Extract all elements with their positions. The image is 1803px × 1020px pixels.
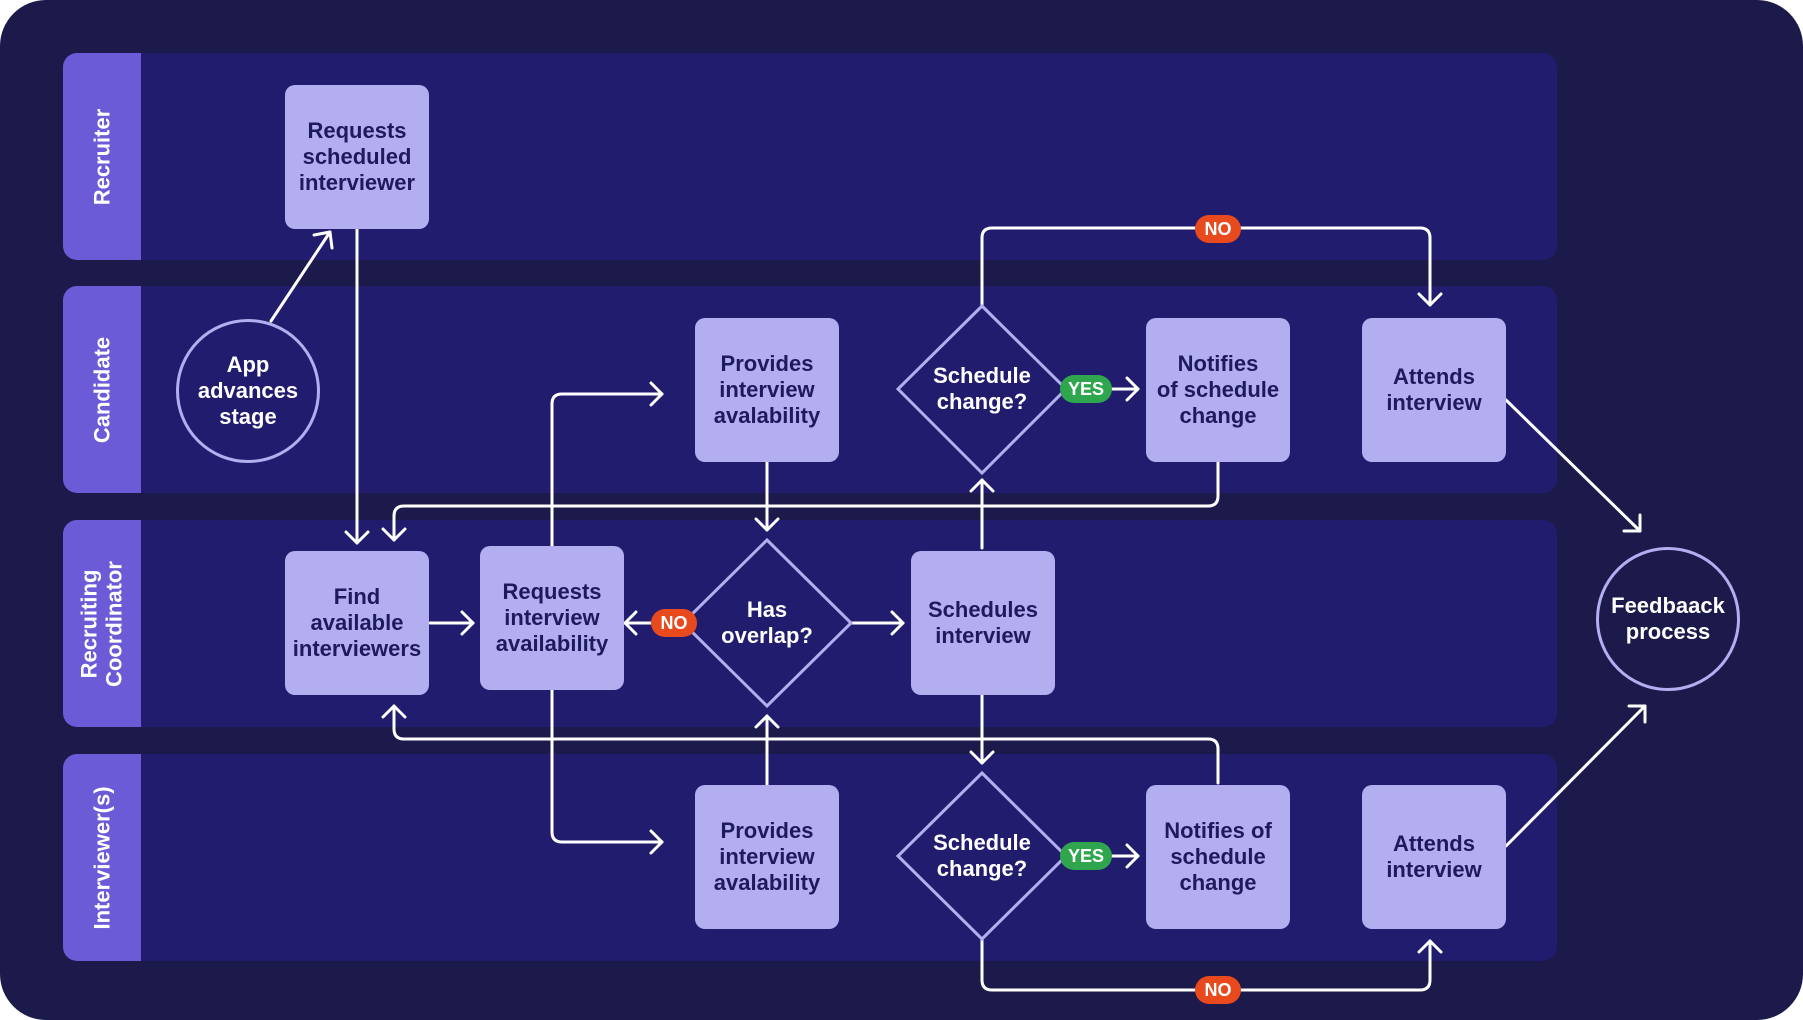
arrowhead: [1417, 939, 1443, 954]
arrowhead: [460, 610, 475, 636]
no-badge: NO: [1195, 215, 1241, 243]
arrowhead: [969, 478, 995, 493]
lane-label-bar: Candidate: [63, 286, 141, 493]
node-requests-interview-availability: Requests interview availability: [480, 546, 624, 690]
arrowhead: [649, 381, 664, 407]
arrowhead: [890, 610, 905, 636]
node-candidate-attends-interview: Attends interview: [1362, 318, 1506, 462]
arrowhead: [381, 527, 407, 542]
arrowhead: [1125, 376, 1140, 402]
lane-label-bar: Recruiter: [63, 53, 141, 260]
node-interviewer-attends-interview: Attends interview: [1362, 785, 1506, 929]
arrow-candidate-notifies-to-find: [392, 460, 1220, 542]
decision-candidate-schedule-change: Schedule change?: [933, 363, 1031, 414]
yes-badge: YES: [1060, 842, 1112, 870]
no-badge: NO: [651, 609, 697, 637]
decision-interviewer-schedule-change: Schedule change?: [933, 830, 1031, 881]
arrow-candidate-attends-to-feedback: [1504, 398, 1642, 533]
arrowhead: [754, 517, 780, 532]
decision-diamond: [895, 770, 1069, 942]
node-candidate-notifies-change: Notifies of schedule change: [1146, 318, 1290, 462]
arrowhead: [381, 704, 407, 719]
arrowhead: [623, 610, 638, 636]
arrowhead: [344, 530, 370, 545]
no-badge: NO: [1195, 976, 1241, 1004]
decision-diamond: [895, 303, 1069, 476]
decision-has-overlap: Has overlap?: [721, 597, 813, 648]
node-app-advances-stage: App advances stage: [176, 319, 320, 463]
lane-label-bar: Recruiting Coordinator: [63, 520, 141, 727]
node-interviewer-provides-availability: Provides interview avalability: [695, 785, 839, 929]
node-requests-scheduled-interviewer: Requests scheduled interviewer: [285, 85, 429, 229]
arrow-requests-to-candidate-provides: [550, 392, 664, 548]
arrowhead: [1417, 292, 1443, 307]
decision-diamond: [680, 537, 854, 709]
node-interviewer-notifies-change: Notifies of schedule change: [1146, 785, 1290, 929]
arrowhead: [1622, 513, 1642, 533]
arrowhead: [969, 750, 995, 765]
arrowhead: [649, 829, 664, 855]
arrow-interviewer-attends-to-feedback: [1504, 704, 1647, 848]
arrowhead: [754, 714, 780, 729]
arrowhead: [312, 230, 334, 250]
arrowhead: [1125, 843, 1140, 869]
yes-badge: YES: [1060, 375, 1112, 403]
node-feedback-process: Feedbaack process: [1596, 547, 1740, 691]
node-candidate-provides-availability: Provides interview avalability: [695, 318, 839, 462]
arrow-interviewer-notifies-to-find: [392, 704, 1220, 785]
node-find-available-interviewers: Find available interviewers: [285, 551, 429, 695]
node-schedules-interview: Schedules interview: [911, 551, 1055, 695]
lane-label-bar: Interviewer(s): [63, 754, 141, 961]
arrowhead: [1627, 704, 1647, 724]
arrow-app-to-recruiter: [269, 230, 332, 323]
arrow-requests-to-interviewer-provides: [550, 688, 664, 844]
